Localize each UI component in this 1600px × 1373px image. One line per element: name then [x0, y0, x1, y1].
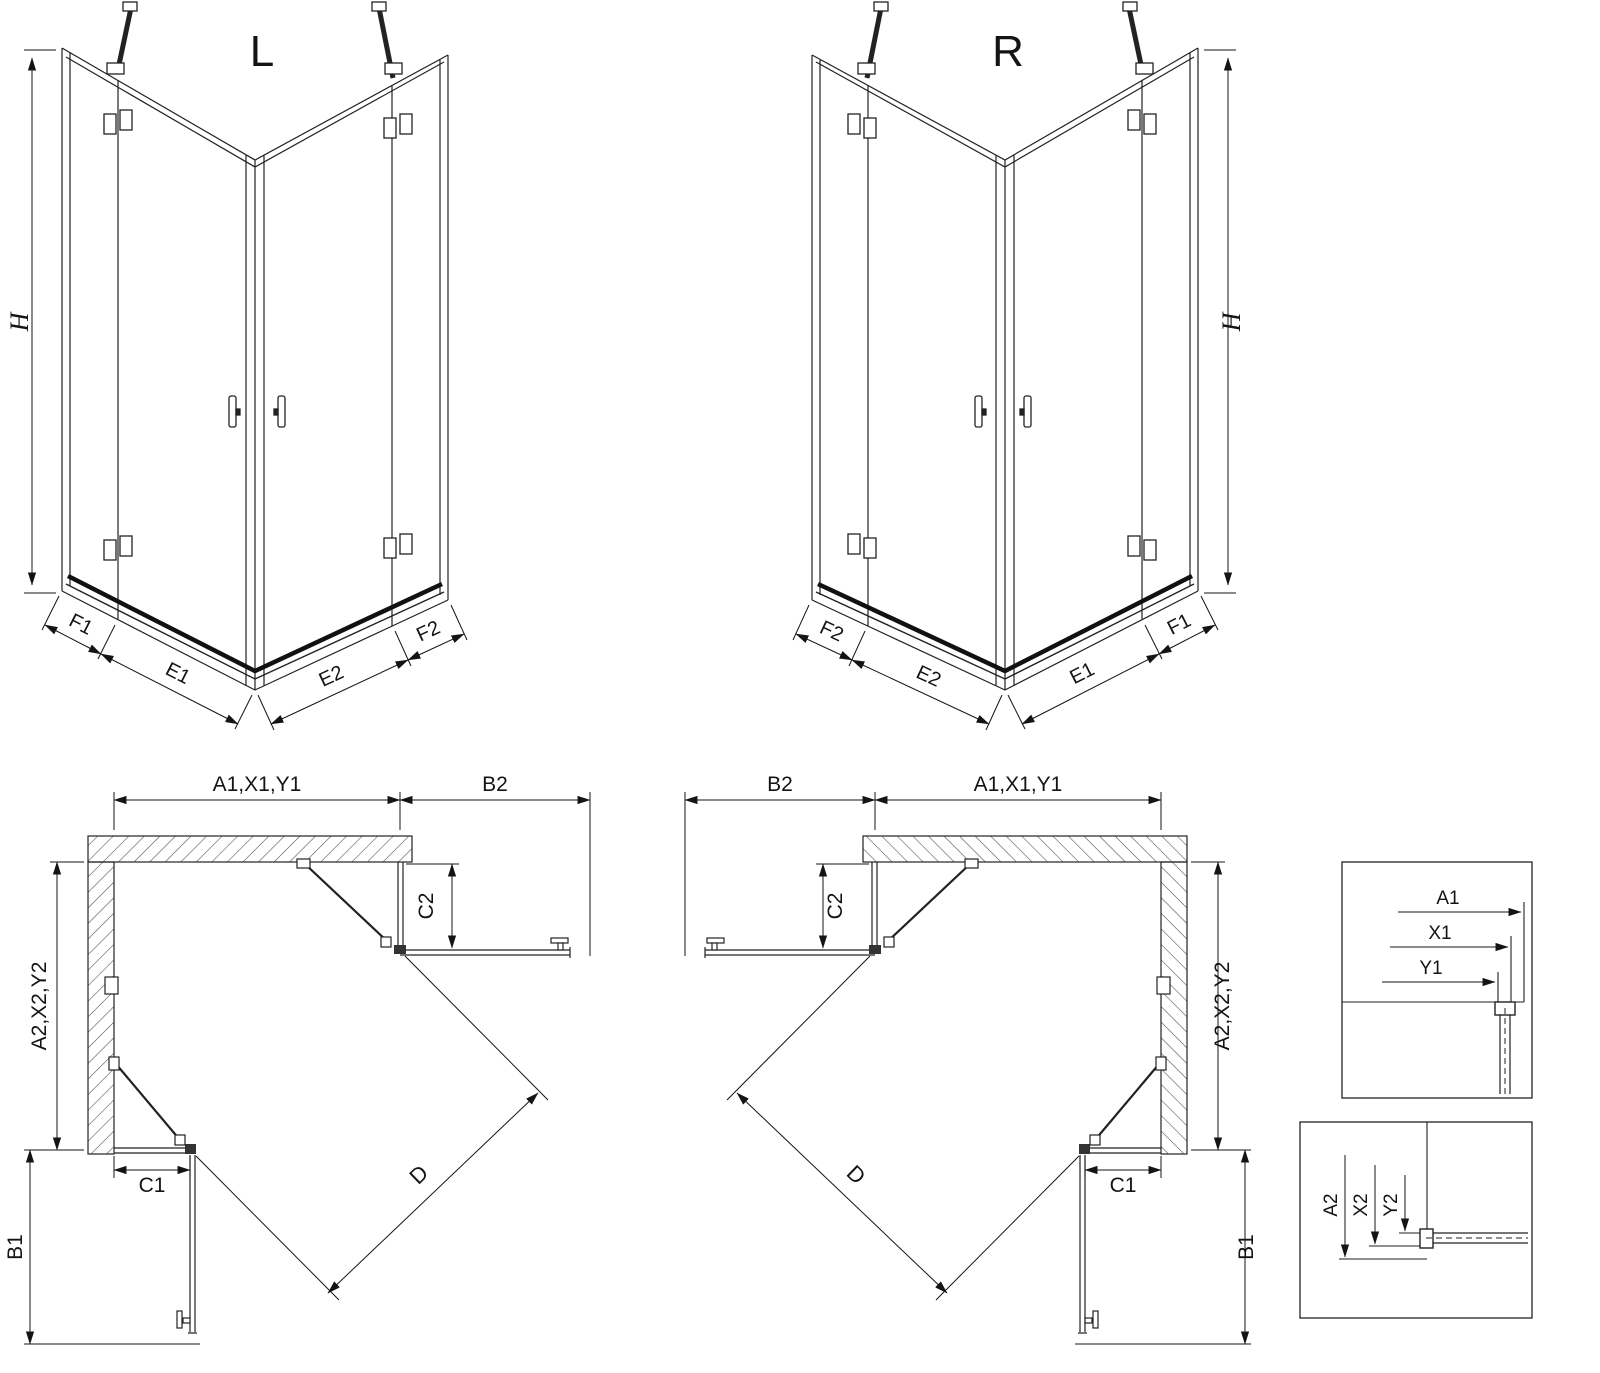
dim-label-b1-plan-right: B1: [1235, 1234, 1258, 1260]
detail-box-vertical: A2 X2 Y2: [1299, 1121, 1533, 1319]
dim-label-f1-left: F1: [65, 610, 96, 640]
dim-label-c2-plan-right: C2: [824, 893, 847, 920]
dim-label-e1-left: E1: [162, 658, 194, 689]
detail-label-y2: Y2: [1381, 1193, 1402, 1216]
detail-box-frame: [1341, 861, 1533, 1099]
dim-label-a2-plan-left: A2,X2,Y2: [28, 962, 51, 1051]
dim-label-a1-plan-right: A1,X1,Y1: [974, 773, 1063, 796]
dim-label-e1-right: E1: [1066, 658, 1098, 689]
dim-label-f1-right: F1: [1164, 610, 1195, 640]
detail-box-frame: [1299, 1121, 1533, 1319]
dim-label-a2-plan-right: A2,X2,Y2: [1211, 962, 1234, 1051]
detail-label-y1: Y1: [1419, 958, 1442, 979]
front-left-title: L: [250, 27, 274, 76]
dim-label-e2-left: E2: [316, 661, 347, 691]
front-right-title: R: [992, 27, 1024, 76]
dim-label-c1-plan-right: C1: [1110, 1174, 1137, 1197]
detail-label-x1: X1: [1428, 923, 1451, 944]
plan-view-left-geometry: [24, 792, 590, 1344]
dim-label-h-right: H: [1217, 311, 1246, 332]
detail-label-a2: A2: [1321, 1193, 1342, 1216]
dim-label-a1-plan-left: A1,X1,Y1: [213, 773, 302, 796]
plan-view-right-geometry: [685, 792, 1251, 1344]
dim-label-e2-right: E2: [913, 661, 944, 691]
dim-label-c1-plan-left: C1: [139, 1174, 166, 1197]
detail-box-horizontal: A1 X1 Y1: [1341, 861, 1533, 1099]
dim-label-f2-right: F2: [816, 617, 846, 647]
dim-label-d-plan-left: D: [404, 1160, 433, 1189]
detail-label-x2: X2: [1351, 1193, 1372, 1216]
dim-label-b1-plan-left: B1: [4, 1234, 27, 1260]
dim-label-f2-left: F2: [413, 617, 443, 647]
dim-label-c2-plan-left: C2: [415, 893, 438, 920]
detail-label-a1: A1: [1436, 888, 1459, 909]
dim-label-d-plan-right: D: [842, 1160, 871, 1189]
dim-label-h-left: H: [5, 311, 34, 332]
dim-label-b2-plan-right: B2: [767, 773, 793, 796]
dim-label-b2-plan-left: B2: [482, 773, 508, 796]
